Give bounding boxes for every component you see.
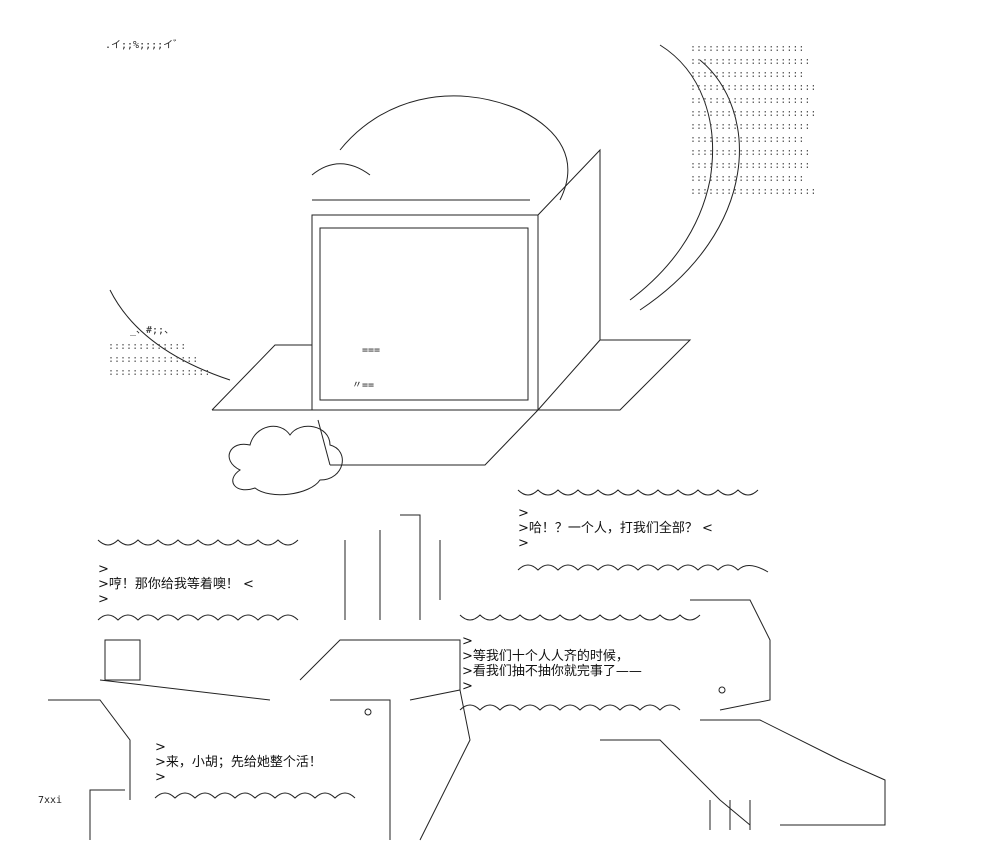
hair-top (339, 95, 569, 201)
cloud-bottom (228, 425, 343, 496)
bubble-line: > (518, 506, 529, 521)
bubble-line: > (518, 536, 529, 551)
building-center (344, 514, 441, 620)
speech-bubble-bottom-left: > >来，小胡；先给她整个活！ > (155, 740, 322, 785)
right-figure (690, 599, 771, 711)
bubble-line: >哼！那你给我等着噢！ < (98, 577, 254, 592)
bubble-outline-left (97, 539, 299, 621)
bubble-outline-bottom-left (154, 792, 356, 799)
label-a: === (362, 345, 381, 356)
bubble-outline-top-right (517, 489, 769, 573)
bubble-line: > (155, 740, 166, 755)
label-b: 〃== (352, 380, 375, 391)
bottom-left-ascii: 7xxi (38, 795, 63, 806)
speech-bubble-middle: > >等我们十个人人齐的时候， >看我们抽不抽你就完事了—— > (462, 634, 642, 694)
dot-field-left: ::::::::::::: ::::::::::::::: ::::::::::… (108, 341, 211, 378)
left-structure (99, 639, 271, 701)
crescent-left (109, 289, 231, 381)
bubble-line: > (98, 592, 109, 607)
bubble-line: >来，小胡；先给她整个活！ (155, 755, 322, 770)
dot-field-right: ::::::::::::::::::: ::::::::::::::::::::… (690, 43, 817, 197)
speech-bubble-top-right: > >哈！？一个人，打我们全部？ < > (518, 506, 713, 551)
bubble-line: > (462, 634, 473, 649)
bubble-line: >看我们抽不抽你就完事了—— (462, 664, 642, 679)
bubble-line: >哈！？一个人，打我们全部？ < (518, 521, 713, 536)
bubble-line: > (98, 562, 109, 577)
bubble-line: >等我们十个人人齐的时候， (462, 649, 629, 664)
bubble-line: > (155, 770, 166, 785)
top-left-ascii: .イ;;%;;;;イ゛ (105, 40, 184, 51)
crescent-right (629, 44, 714, 301)
ticker-left-ascii: _、#;;、 (130, 325, 175, 336)
bubble-line: > (462, 679, 473, 694)
monitor-frame (311, 214, 539, 411)
bubble-outline-middle (459, 614, 701, 711)
speech-bubble-left: > >哼！那你给我等着噢！ < > (98, 562, 254, 607)
